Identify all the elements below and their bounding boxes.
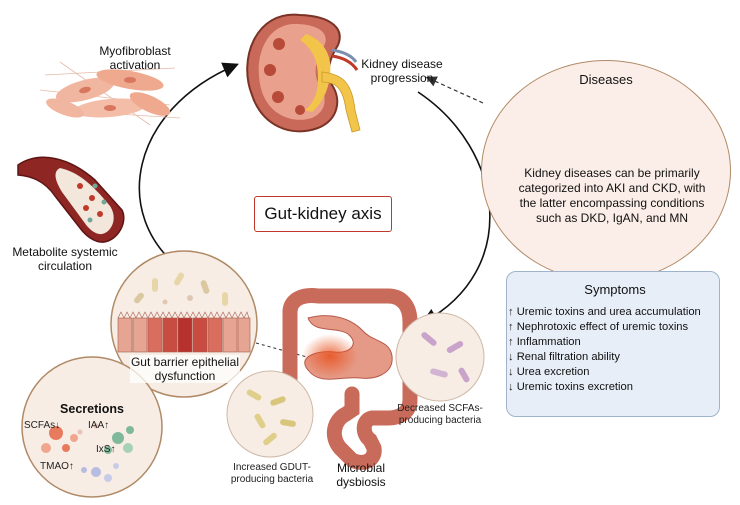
secretion-scfas: SCFAs↓ [24,420,61,431]
symptom-item: ↓ Urea excretion [508,366,590,378]
increased-bacteria-icon [226,370,314,458]
diseases-title: Diseases [579,72,633,87]
myofibroblast-label: Myofibroblast activation [99,44,171,72]
gut-barrier-label: Gut barrier epithelial dysfunction [130,355,240,383]
diseases-panel [481,60,731,282]
blood-vessel-icon [17,156,125,243]
kidney-progression-label: Kidney disease progression [361,57,443,85]
dashed-arrow-diseases-to-kidney [425,76,484,104]
secretions-icon [21,356,163,498]
center-title: Gut-kidney axis [254,196,392,232]
secretion-iaa: IAA↑ [88,420,110,431]
intestine-icon [282,288,418,470]
symptoms-list: ↑ Uremic toxins and urea accumulation ↑ … [508,305,718,395]
cycle-arrow-left [138,62,239,271]
symptom-item: ↓ Uremic toxins excretion [508,381,633,393]
metabolite-circulation-label: Metabolite systemic circulation [12,245,118,273]
kidney-icon [246,13,361,133]
symptoms-panel [506,271,720,417]
symptom-item: ↑ Uremic toxins and urea accumulation [508,306,701,318]
symptom-item: ↑ Inflammation [508,336,581,348]
microbial-dysbiosis-label: Microbial dysbiosis [336,461,386,489]
increased-bacteria-label: Increased GDUT-producing bacteria [230,462,314,485]
secretion-tmao: TMAO↑ [40,461,74,472]
decreased-bacteria-label: Decreased SCFAs-producing bacteria [397,403,483,426]
myofibroblast-icon [39,61,181,126]
cycle-arrow-right [417,91,491,324]
symptom-item: ↓ Renal filtration ability [508,351,620,363]
symptom-item: ↑ Nephrotoxic effect of uremic toxins [508,321,689,333]
secretions-title: Secretions [60,402,124,416]
diseases-description: Kidney diseases can be primarily categor… [518,166,706,225]
secretion-ixs: IxS↑ [96,444,116,455]
symptoms-title: Symptoms [584,282,646,297]
decreased-bacteria-icon [395,312,485,402]
